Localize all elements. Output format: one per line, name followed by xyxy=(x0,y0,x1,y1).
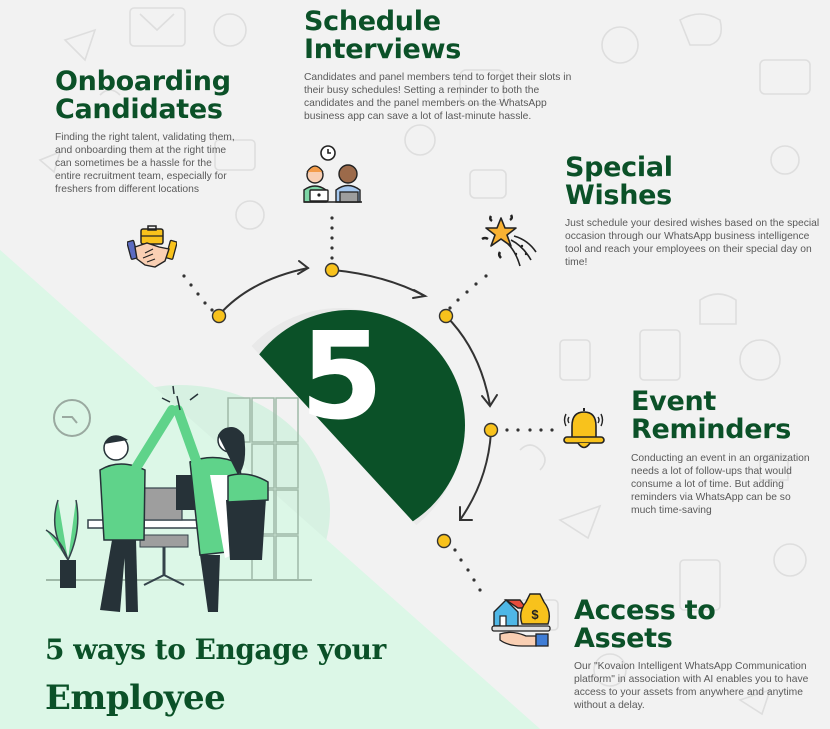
onboarding-title: Onboarding Candidates xyxy=(55,68,231,124)
onboarding-title-line1: Onboarding xyxy=(55,66,231,97)
wishes-title-line1: Special xyxy=(565,152,673,183)
wishes-title-line2: Wishes xyxy=(565,180,672,211)
bell-icon xyxy=(563,408,605,449)
schedule-title: Schedule Interviews xyxy=(304,8,461,64)
wishes-description: Just schedule your desired wishes based … xyxy=(565,218,820,268)
handshake-icon xyxy=(127,225,177,268)
svg-text:$: $ xyxy=(531,607,539,622)
hero-title-line2: Employee xyxy=(45,678,226,718)
events-title: Event Reminders xyxy=(631,388,791,444)
wishes-title: Special Wishes xyxy=(565,154,673,210)
assets-description: Our "Kovaion Intelligent WhatsApp Commun… xyxy=(574,661,809,711)
hero-title-line1: 5 ways to Engage your xyxy=(45,633,386,666)
events-description: Conducting an event in an organization n… xyxy=(631,453,810,516)
events-title-line2: Reminders xyxy=(631,414,792,445)
events-title-line1: Event xyxy=(631,386,716,417)
onboarding-description: Finding the right talent, validating the… xyxy=(55,132,235,195)
assets-title-line2: Assets xyxy=(574,623,673,654)
assets-icon: $ xyxy=(491,593,551,647)
schedule-title-line2: Interviews xyxy=(304,34,461,65)
team-high-five-illustration xyxy=(45,385,312,612)
assets-title-line1: Access to xyxy=(574,595,716,626)
schedule-description: Candidates and panel members tend to for… xyxy=(304,72,572,122)
shooting-star-icon xyxy=(481,214,537,267)
onboarding-title-line2: Candidates xyxy=(55,94,223,125)
schedule-title-line1: Schedule xyxy=(304,6,441,37)
interview-icon xyxy=(303,145,362,203)
assets-title: Access to Assets xyxy=(574,597,716,653)
